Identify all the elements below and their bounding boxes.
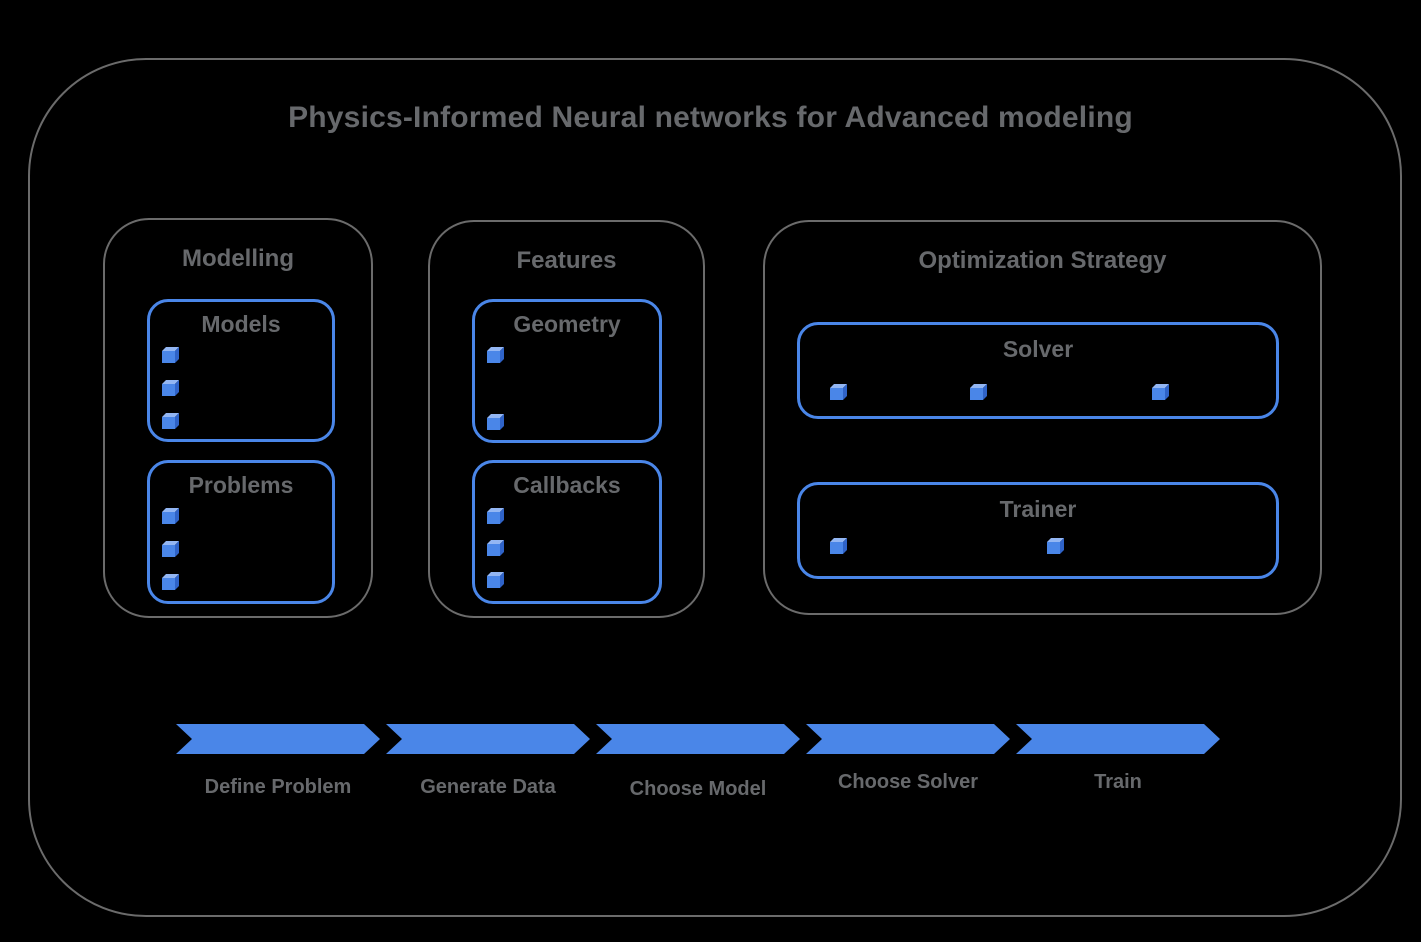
group-box-solver: Solver: [797, 322, 1279, 419]
group-title: Solver: [1002, 336, 1074, 362]
item-cube-icon: [487, 572, 504, 588]
section-box-optimization-strategy: Optimization Strategy Solver Trainer: [763, 220, 1322, 615]
flow-step-label: Choose Model: [629, 778, 767, 800]
item-list: [162, 508, 179, 590]
item-list: [487, 347, 504, 430]
flow-step-label: Generate Data: [420, 776, 556, 798]
item-cube-icon: [1047, 538, 1064, 554]
flow-arrow-segment: [596, 724, 800, 754]
item-cube-icon: [830, 538, 847, 554]
group-box-geometry: Geometry: [472, 299, 662, 443]
item-cube-icon: [162, 541, 179, 557]
item-cube-icon: [162, 508, 179, 524]
flow-arrow-segment: [806, 724, 1010, 754]
item-cube-icon: [162, 574, 179, 590]
group-box-callbacks: Callbacks: [472, 460, 662, 604]
flow-arrow-segment: [176, 724, 380, 754]
section-box-features: Features Geometry Callbacks: [428, 220, 705, 618]
group-title: Geometry: [513, 311, 621, 337]
group-title: Callbacks: [513, 472, 621, 498]
diagram-title: Physics-Informed Neural networks for Adv…: [288, 101, 1133, 134]
item-cube-icon: [162, 380, 179, 396]
item-list: [162, 347, 179, 429]
item-cube-icon: [162, 347, 179, 363]
item-cube-icon: [487, 414, 504, 430]
outer-frame: [28, 58, 1402, 917]
section-title: Features: [516, 247, 617, 274]
item-cube-icon: [487, 508, 504, 524]
section-title: Modelling: [182, 245, 294, 272]
flow-step-label: Train: [1094, 771, 1142, 793]
group-title: Problems: [188, 472, 294, 498]
item-cube-icon: [487, 540, 504, 556]
flow-arrow: Define Problem Generate Data Choose Model C…: [176, 724, 1220, 804]
item-list: [800, 485, 1276, 576]
flow-arrow-segment: [1016, 724, 1220, 754]
group-box-problems: Problems: [147, 460, 335, 604]
item-cube-icon: [162, 413, 179, 429]
item-cube-icon: [487, 347, 504, 363]
item-cube-icon: [970, 384, 987, 400]
group-box-models: Models: [147, 299, 335, 442]
item-list: [487, 508, 504, 588]
item-cube-icon: [1152, 384, 1169, 400]
group-title: Trainer: [999, 496, 1077, 522]
item-list: [800, 325, 1276, 416]
item-cube-icon: [830, 384, 847, 400]
flow-step-label: Choose Solver: [837, 771, 979, 793]
section-box-modelling: Modelling Models Problems: [103, 218, 373, 618]
group-box-trainer: Trainer: [797, 482, 1279, 579]
section-title: Optimization Strategy: [918, 247, 1167, 274]
flow-arrow-segment: [386, 724, 590, 754]
group-title: Models: [201, 311, 281, 337]
flow-step-label: Define Problem: [204, 776, 352, 798]
